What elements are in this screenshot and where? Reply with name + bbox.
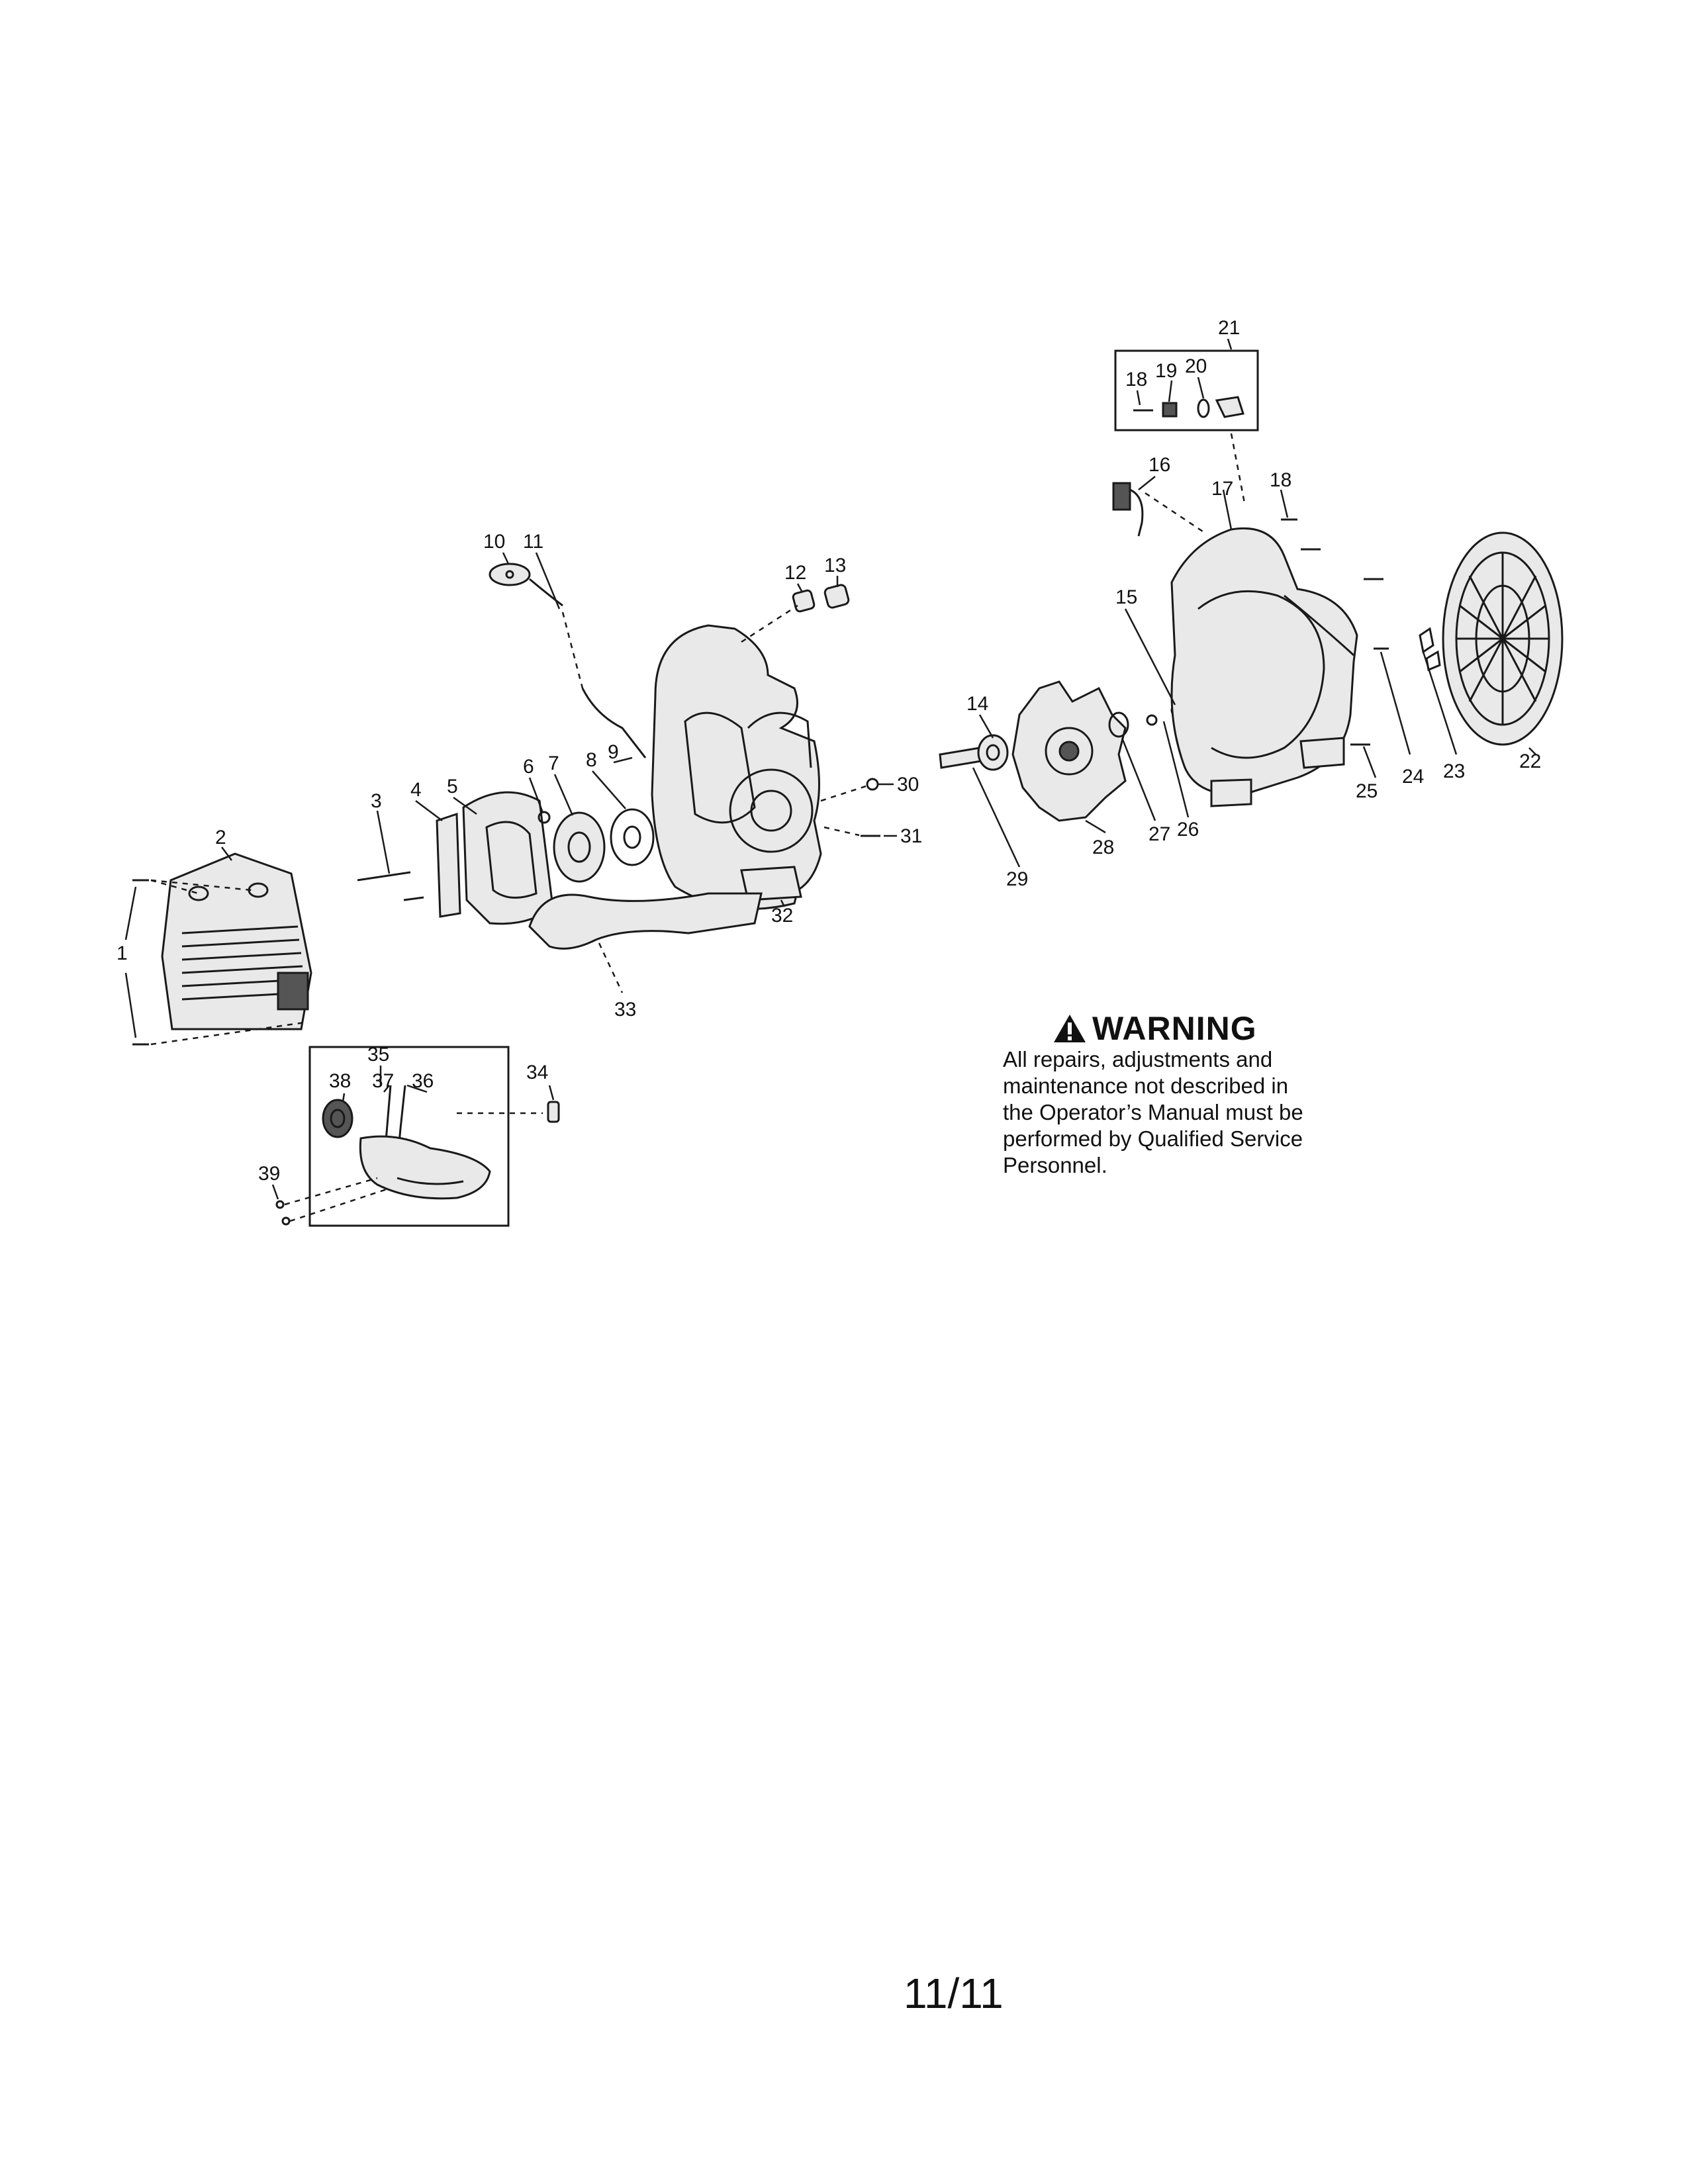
callout-30: 30 bbox=[897, 774, 919, 796]
part-39-screws bbox=[275, 1177, 391, 1226]
callout-29: 29 bbox=[1006, 868, 1028, 890]
callout-15: 15 bbox=[1115, 586, 1137, 608]
warning-notice: WARNING All repairs, adjustments and mai… bbox=[1003, 1009, 1413, 1179]
callout-18-kit: 18 bbox=[1125, 369, 1147, 390]
part-33-handle bbox=[528, 892, 763, 993]
warning-line: maintenance not described in bbox=[1003, 1073, 1289, 1098]
callout-14: 14 bbox=[966, 693, 988, 715]
callout-20: 20 bbox=[1185, 355, 1207, 377]
callout-38: 38 bbox=[329, 1070, 351, 1092]
callout-19: 19 bbox=[1155, 360, 1177, 382]
part-26-washer bbox=[1146, 714, 1158, 726]
callout-2: 2 bbox=[215, 827, 226, 848]
callout-26: 26 bbox=[1177, 819, 1199, 841]
part-fuel-tank bbox=[359, 1135, 491, 1200]
part-38-cap bbox=[322, 1099, 353, 1138]
callout-34: 34 bbox=[526, 1062, 548, 1083]
part-16-connector bbox=[1112, 482, 1144, 537]
part-6-screw bbox=[538, 811, 551, 824]
callout-8: 8 bbox=[586, 749, 597, 771]
warning-line: All repairs, adjustments and bbox=[1003, 1047, 1273, 1071]
part-2-filter-cover bbox=[161, 852, 312, 1030]
part-24-screw bbox=[1374, 647, 1411, 755]
kit-21-box bbox=[1114, 349, 1259, 504]
part-28-impeller bbox=[1011, 680, 1127, 822]
part-8-washer bbox=[610, 808, 655, 866]
warning-body: All repairs, adjustments and maintenance… bbox=[1003, 1046, 1413, 1179]
part-14-hub bbox=[977, 734, 1009, 771]
leader-lines bbox=[221, 338, 1536, 1200]
warning-line: the Operator’s Manual must be bbox=[1003, 1100, 1303, 1124]
part-22-intake-guard bbox=[1442, 531, 1564, 746]
part-10-tag bbox=[489, 563, 531, 586]
callout-31: 31 bbox=[900, 825, 922, 847]
part-34-filter bbox=[547, 1085, 560, 1123]
warning-title: WARNING bbox=[1053, 1009, 1413, 1048]
callout-22: 22 bbox=[1519, 751, 1541, 772]
callout-9: 9 bbox=[608, 741, 619, 763]
warning-line: Personnel. bbox=[1003, 1153, 1107, 1177]
callout-11: 11 bbox=[523, 531, 543, 553]
callout-3: 3 bbox=[371, 790, 382, 812]
callout-labels: 1 2 3 4 5 6 7 8 9 10 11 12 13 14 15 16 1… bbox=[117, 317, 1541, 1185]
callout-33: 33 bbox=[614, 999, 636, 1021]
callout-27: 27 bbox=[1149, 823, 1170, 845]
part-1-screws bbox=[124, 879, 305, 1046]
part-5-starter-housing bbox=[462, 791, 554, 925]
part-7-pulley bbox=[553, 811, 606, 883]
callout-35: 35 bbox=[367, 1044, 389, 1066]
page-number: 11/11 bbox=[904, 1970, 1004, 2017]
warning-triangle-icon bbox=[1054, 1015, 1086, 1042]
callout-7: 7 bbox=[548, 752, 559, 774]
part-12-grommet bbox=[792, 589, 816, 613]
callout-28: 28 bbox=[1092, 837, 1114, 858]
kit-35-box bbox=[308, 1046, 543, 1227]
part-32-blower-housing bbox=[651, 624, 822, 910]
part-17-housing-cover bbox=[1170, 527, 1358, 807]
callout-23: 23 bbox=[1443, 760, 1465, 782]
part-20-o-ring bbox=[1197, 398, 1210, 418]
callout-5: 5 bbox=[447, 776, 458, 797]
part-30-nut bbox=[866, 778, 894, 791]
part-9-fuel-line bbox=[581, 688, 647, 758]
callout-32: 32 bbox=[771, 905, 793, 927]
callout-6: 6 bbox=[523, 756, 534, 778]
callout-37: 37 bbox=[372, 1070, 394, 1092]
part-18-screws bbox=[1281, 518, 1383, 580]
part-4-gasket bbox=[436, 812, 461, 918]
part-27-washer bbox=[1108, 711, 1129, 738]
part-23-clip bbox=[1419, 627, 1441, 672]
part-19-nut bbox=[1162, 402, 1178, 418]
callout-13: 13 bbox=[824, 555, 846, 576]
part-13-grommet bbox=[823, 584, 850, 609]
callout-4: 4 bbox=[410, 779, 422, 801]
callout-10: 10 bbox=[483, 531, 505, 553]
part-3-screws bbox=[357, 871, 424, 901]
callout-18-right: 18 bbox=[1270, 469, 1291, 491]
part-20-clip bbox=[1215, 396, 1244, 418]
callout-1: 1 bbox=[117, 942, 128, 964]
callout-12: 12 bbox=[784, 562, 806, 584]
callout-21: 21 bbox=[1218, 317, 1240, 339]
part-11-wire bbox=[529, 578, 563, 607]
callout-17: 17 bbox=[1211, 478, 1233, 500]
warning-title-text: WARNING bbox=[1092, 1010, 1257, 1047]
callout-36: 36 bbox=[412, 1070, 434, 1092]
callout-16: 16 bbox=[1149, 454, 1170, 476]
callout-39: 39 bbox=[258, 1163, 280, 1185]
warning-line: performed by Qualified Service bbox=[1003, 1126, 1303, 1151]
part-29-shaft bbox=[939, 747, 982, 769]
callout-25: 25 bbox=[1356, 780, 1378, 802]
callout-24: 24 bbox=[1402, 766, 1424, 788]
